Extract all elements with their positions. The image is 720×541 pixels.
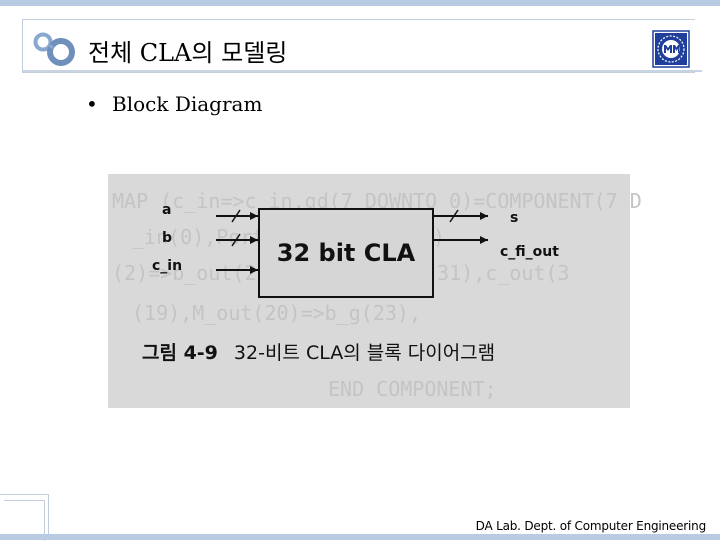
figure-caption-text: 32-비트 CLA의 블록 다이어그램 xyxy=(233,342,496,364)
university-emblem-icon xyxy=(652,30,690,68)
output-label-s: s xyxy=(510,210,519,226)
top-band xyxy=(0,0,720,6)
block-diagram-figure: MAP (c_in=>c_in,gd(7 DOWNTO 0)=COMPONENT… xyxy=(108,174,642,408)
bullet-symbol: • xyxy=(86,92,98,116)
output-arrowheads xyxy=(480,212,488,244)
linked-circles-icon xyxy=(33,32,75,66)
input-label-b: b xyxy=(162,230,173,246)
bus-slash-a xyxy=(231,209,241,223)
corner-decoration-inner xyxy=(4,500,45,541)
input-label-c-in: c_in xyxy=(152,258,183,274)
diagram-wires xyxy=(216,209,488,274)
bullet-item: • Block Diagram xyxy=(86,92,262,116)
slide-title: 전체 CLA의 모델링 xyxy=(88,39,288,67)
bus-slash-s xyxy=(449,209,459,223)
input-label-a: a xyxy=(162,202,172,218)
footer-text: DA Lab. Dept. of Computer Engineering xyxy=(475,519,707,533)
cla-block-label: 32 bit CLA xyxy=(276,239,416,267)
title-frame xyxy=(22,19,695,73)
bullet-text: Block Diagram xyxy=(112,92,263,116)
code-line: (19),M_out(20)=>b_g(23), xyxy=(132,301,421,325)
figure-caption: 그림 4-9 32-비트 CLA의 블록 다이어그램 xyxy=(142,338,495,365)
title-rule xyxy=(22,70,702,72)
cla-block: 32 bit CLA xyxy=(258,208,434,298)
output-label-c-fi-out: c_fi_out xyxy=(500,244,559,260)
input-arrowheads xyxy=(250,212,258,274)
bottom-band xyxy=(0,534,720,540)
code-line: END COMPONENT; xyxy=(328,377,497,401)
bus-slash-b xyxy=(231,233,241,247)
figure-number: 그림 4-9 xyxy=(142,342,218,364)
